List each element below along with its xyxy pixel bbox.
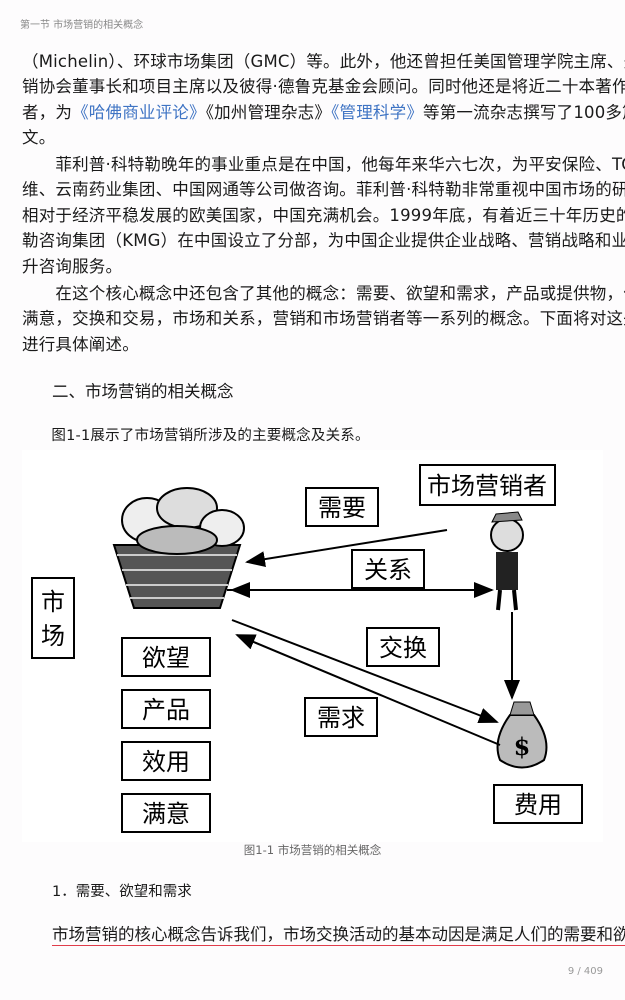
underlined-sentence[interactable]: 市场营销的核心概念告诉我们，市场交换活动的基本动因是满足人们的需要和欲望。 (52, 925, 625, 946)
body-line: （Michelin）、环球市场集团（GMC）等。此外，他还曾担任美国管理学院主席… (22, 52, 625, 71)
label-utility: 效用 (142, 748, 190, 776)
label-cost: 费用 (514, 791, 562, 819)
body-line: 在这个核心概念中还包含了其他的概念：需要、欲望和需求，产品或提供物，价值和 (22, 284, 625, 303)
running-header: 第一节 市场营销的相关概念 (20, 20, 144, 31)
link-harvard-business-review[interactable]: 《哈佛商业评论》 (72, 103, 206, 122)
body-line: 相对于经济平稳发展的欧美国家，中国充满机会。1999年底，有着近三十年历史的科特 (22, 206, 625, 225)
subsection-heading: 1．需要、欲望和需求 (52, 884, 192, 900)
money-bag-icon: $ (496, 701, 548, 769)
page-indicator: 9 / 409 (567, 966, 603, 977)
basket-icon (112, 487, 245, 609)
body-line: 勒咨询集团（KMG）在中国设立了分部，为中国企业提供企业战略、营销战略和业绩提 (22, 231, 625, 250)
body-line: 维、云南药业集团、中国网通等公司做咨询。菲利普·科特勒非常重视中国市场的研究。 (22, 180, 625, 199)
figure-caption: 图1-1 市场营销的相关概念 (243, 843, 382, 857)
label-relation: 关系 (364, 556, 412, 584)
link-management-science[interactable]: 《管理科学》 (331, 103, 424, 122)
body-line: 进行具体阐述。 (22, 335, 139, 354)
body-line: 文。 (22, 128, 56, 147)
label-product: 产品 (142, 696, 190, 724)
label-market-1: 市 (41, 588, 65, 616)
label-need: 需要 (318, 494, 366, 522)
label-marketer: 市场营销者 (427, 472, 547, 500)
text: 《加州管理杂志》 (205, 103, 332, 122)
label-want: 欲望 (142, 644, 190, 672)
body-line: 销协会董事长和项目主席以及彼得·德鲁克基金会顾问。同时他还是将近二十本著作的作 (22, 77, 625, 96)
marketing-concepts-diagram: $ 市 场 市场营销者 需要 关系 交换 需求 欲望 产品 效用 满意 费用 (22, 450, 603, 842)
figure-intro: 图1-1展示了市场营销所涉及的主要概念及关系。 (22, 428, 370, 444)
label-satisfaction: 满意 (142, 800, 190, 828)
label-exchange: 交换 (379, 634, 427, 662)
svg-text:$: $ (514, 732, 531, 761)
text: 者，为 (22, 103, 73, 122)
label-market-2: 场 (41, 622, 65, 650)
person-icon (490, 511, 524, 611)
section-heading: 二、市场营销的相关概念 (52, 382, 234, 401)
label-demand: 需求 (317, 704, 365, 732)
body-line: 升咨询服务。 (22, 257, 123, 276)
text: 等第一流杂志撰写了100多篇论 (423, 103, 625, 122)
body-line: 满意，交换和交易，市场和关系，营销和市场营销者等一系列的概念。下面将对这些概念 (22, 309, 625, 328)
body-line-3: 者，为《哈佛商业评论》《加州管理杂志》《管理科学》等第一流杂志撰写了100多篇论 (22, 99, 625, 123)
body-line: 菲利普·科特勒晚年的事业重点是在中国，他每年来华六七次，为平安保险、TCL、创 (22, 155, 625, 174)
